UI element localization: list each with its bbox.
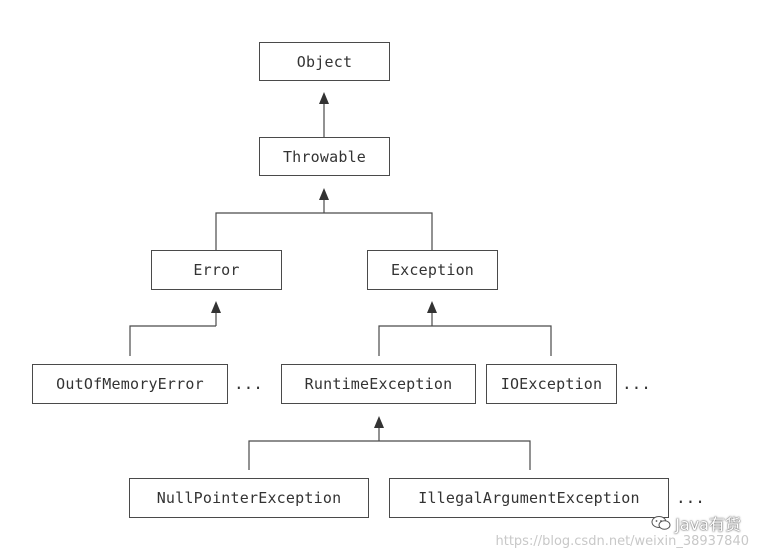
watermark-brand: Java有货 <box>651 511 741 535</box>
node-throwable: Throwable <box>259 137 390 176</box>
node-error: Error <box>151 250 282 290</box>
arrowhead-throwable <box>319 188 329 200</box>
watermark: https://blog.csdn.net/weixin_38937840 Ja… <box>495 515 749 549</box>
ellipsis-after-illegal-argument-exception: ... <box>676 488 705 507</box>
connector-npe-iae-runtime <box>248 440 531 470</box>
node-io-exception: IOException <box>486 364 617 404</box>
node-exception: Exception <box>367 250 498 290</box>
ellipsis-after-io-exception: ... <box>622 374 651 393</box>
connector-out-of-memory-error <box>129 325 216 356</box>
node-null-pointer-exception: NullPointerException <box>129 478 369 518</box>
arrowhead-object <box>319 92 329 104</box>
node-runtime-exception: RuntimeException <box>281 364 476 404</box>
arrowhead-exception <box>427 301 437 313</box>
connector-error-exception-throwable <box>215 212 433 250</box>
node-illegal-argument-exception: IllegalArgumentException <box>389 478 669 518</box>
node-out-of-memory-error: OutOfMemoryError <box>32 364 228 404</box>
ellipsis-after-out-of-memory-error: ... <box>234 374 263 393</box>
wechat-icon <box>651 515 671 531</box>
node-object: Object <box>259 42 390 81</box>
arrowhead-runtime-exception <box>374 416 384 428</box>
watermark-url: https://blog.csdn.net/weixin_38937840 <box>495 534 749 549</box>
connector-runtime-io-exception <box>378 325 552 356</box>
watermark-brand-label: Java有货 <box>675 515 741 534</box>
arrowhead-error <box>211 301 221 313</box>
